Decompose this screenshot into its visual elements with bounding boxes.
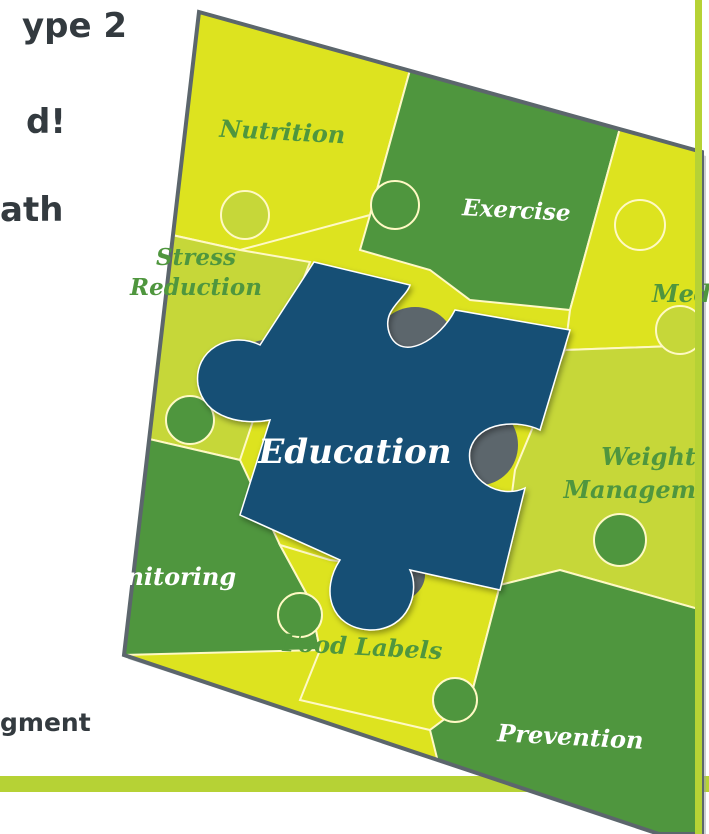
label-exercise: Exercise xyxy=(461,194,572,227)
heading-fragment-3: ath xyxy=(0,190,64,230)
label-managem: Managem xyxy=(562,475,696,504)
label-nutrition: Nutrition xyxy=(218,114,346,150)
label-reduction: Reduction xyxy=(129,274,262,301)
label-stress: Stress xyxy=(156,244,236,271)
heading-fragment-4: gment xyxy=(0,708,91,737)
piece-education xyxy=(196,261,571,631)
right-accent-bar xyxy=(695,0,702,834)
label-weight: Weight xyxy=(601,442,696,471)
label-education: Education xyxy=(257,432,451,472)
heading-fragment-1: ype 2 xyxy=(22,6,128,46)
label-monitoring: Monitoring xyxy=(83,562,236,591)
heading-fragment-2: d! xyxy=(26,102,66,142)
